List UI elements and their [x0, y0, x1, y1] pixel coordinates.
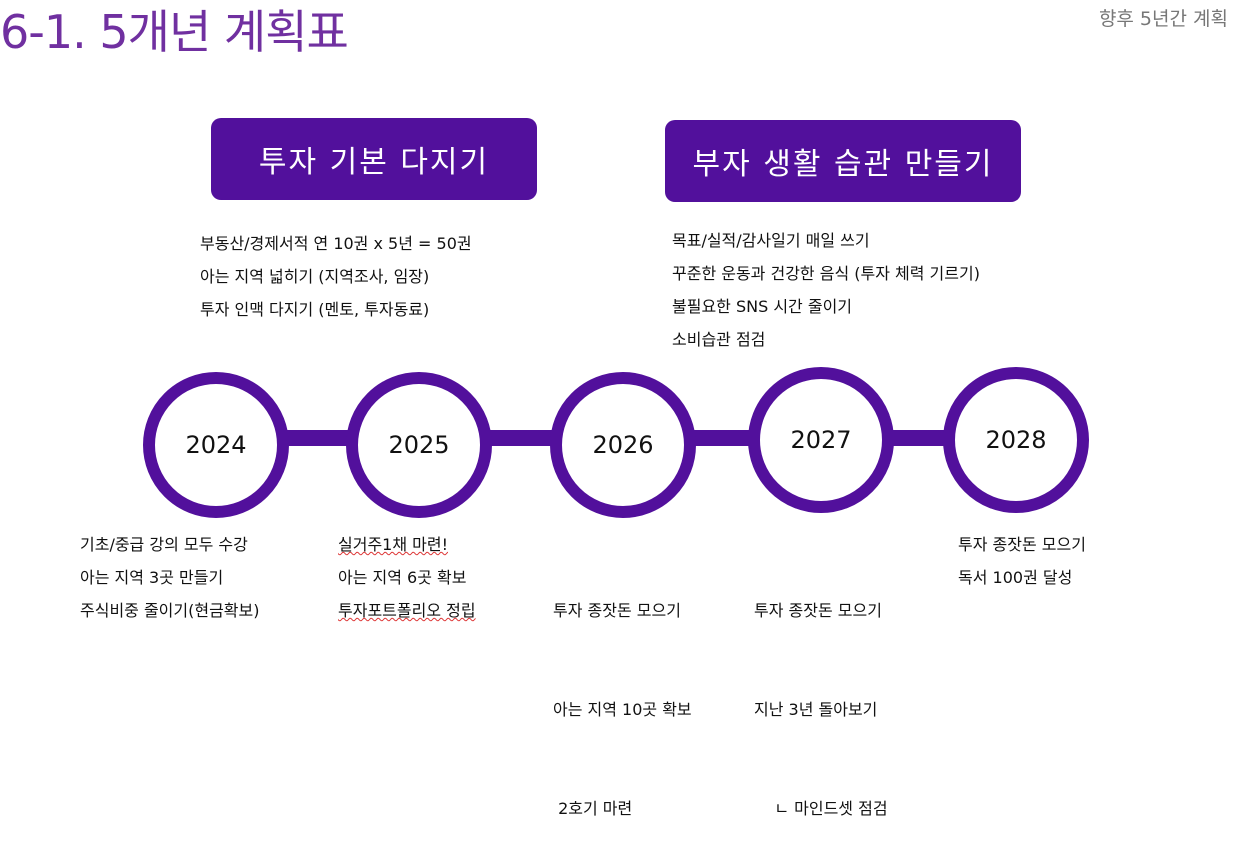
goal-item: 독서 100권 달성 — [958, 568, 1073, 587]
goal-item: 투자 종잣돈 모으기 — [553, 601, 681, 620]
phase-habits-list: 목표/실적/감사일기 매일 쓰기 꾸준한 운동과 건강한 음식 (투자 체력 기… — [672, 224, 980, 356]
page-subtitle: 향후 5년간 계획 — [1098, 8, 1228, 30]
goal-item: 2호기 마련 — [553, 799, 633, 818]
year-label: 2028 — [985, 426, 1047, 454]
year-circle-2027: 2027 — [748, 367, 894, 513]
goals-2028: 투자 종잣돈 모으기 독서 100권 달성 — [958, 528, 1086, 594]
goal-item: 아는 지역 3곳 만들기 — [80, 568, 224, 587]
year-label: 2024 — [185, 431, 247, 459]
phase-basics-list: 부동산/경제서적 연 10권 x 5년 = 50권 아는 지역 넓히기 (지역조… — [200, 227, 472, 326]
goal-item: 투자 종잣돈 모으기 — [958, 535, 1086, 554]
goals-2027: 투자 종잣돈 모으기 지난 3년 돌아보기 ㄴ 마인드셋 점검 — [754, 528, 888, 858]
phase-box-habits: 부자 생활 습관 만들기 — [665, 120, 1021, 202]
goal-item: 아는 지역 6곳 확보 — [338, 568, 467, 587]
goal-item: 아는 지역 10곳 확보 — [553, 700, 692, 719]
year-circle-2024: 2024 — [143, 372, 289, 518]
list-item: 불필요한 SNS 시간 줄이기 — [672, 297, 853, 316]
year-label: 2025 — [388, 431, 450, 459]
goals-2024: 기초/중급 강의 모두 수강 아는 지역 3곳 만들기 주식비중 줄이기(현금확… — [80, 528, 260, 627]
goal-item: 기초/중급 강의 모두 수강 — [80, 535, 248, 554]
goal-item: ㄴ 마인드셋 점검 — [754, 799, 888, 818]
year-circle-2026: 2026 — [550, 372, 696, 518]
page-title: 6-1. 5개년 계획표 — [0, 5, 349, 59]
goal-item: 주식비중 줄이기(현금확보) — [80, 601, 260, 620]
list-item: 소비습관 점검 — [672, 330, 766, 349]
year-label: 2027 — [790, 426, 852, 454]
goal-item: 투자포트폴리오 정립 — [338, 601, 476, 620]
list-item: 투자 인맥 다지기 (멘토, 투자동료) — [200, 300, 430, 319]
goal-item: 투자 종잣돈 모으기 — [754, 601, 882, 620]
year-circle-2028: 2028 — [943, 367, 1089, 513]
goal-item: 실거주1채 마련! — [338, 535, 448, 554]
year-circle-2025: 2025 — [346, 372, 492, 518]
goals-2025: 실거주1채 마련! 아는 지역 6곳 확보 투자포트폴리오 정립 — [338, 528, 476, 627]
list-item: 꾸준한 운동과 건강한 음식 (투자 체력 기르기) — [672, 264, 980, 283]
goal-item: 지난 3년 돌아보기 — [754, 700, 878, 719]
goals-2026: 투자 종잣돈 모으기 아는 지역 10곳 확보 2호기 마련 — [553, 528, 692, 858]
list-item: 부동산/경제서적 연 10권 x 5년 = 50권 — [200, 234, 472, 253]
list-item: 아는 지역 넓히기 (지역조사, 임장) — [200, 267, 430, 286]
year-label: 2026 — [592, 431, 654, 459]
phase-box-basics: 투자 기본 다지기 — [211, 118, 537, 200]
list-item: 목표/실적/감사일기 매일 쓰기 — [672, 231, 870, 250]
